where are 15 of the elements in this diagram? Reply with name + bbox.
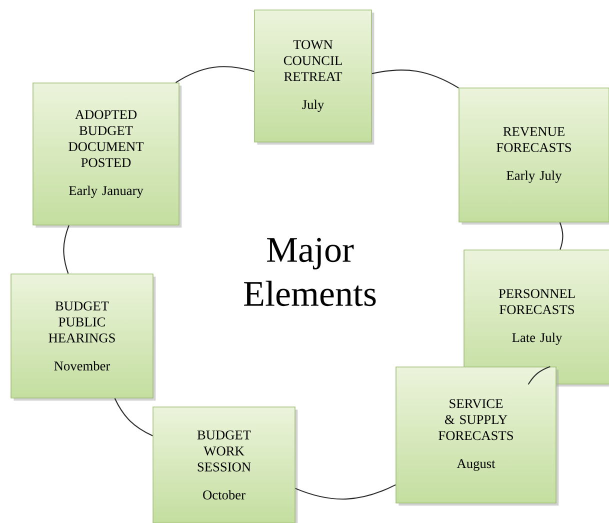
milestone-box: ADOPTED BUDGET DOCUMENT POSTED Early January [32, 82, 182, 228]
connector-arc [372, 69, 459, 88]
center-title: Major Elements [244, 238, 376, 306]
connector-arc [528, 366, 550, 385]
milestone-box: SERVICE & SUPPLY FORECASTS August [396, 366, 559, 506]
connector-arc [295, 484, 396, 500]
milestone-box: BUDGET WORK SESSION October [152, 406, 298, 523]
connector-arc [63, 225, 70, 274]
connector-arc [175, 66, 254, 84]
milestone-box: PERSONNEL FORECASTS Late July [464, 250, 609, 387]
milestone-box: REVENUE FORECASTS Early July [458, 88, 609, 225]
milestone-box: BUDGET PUBLIC HEARINGS November [10, 274, 156, 401]
connector-arc [559, 222, 564, 250]
milestone-box: TOWN COUNCIL RETREAT July [254, 10, 374, 145]
connector-arc [114, 398, 153, 436]
